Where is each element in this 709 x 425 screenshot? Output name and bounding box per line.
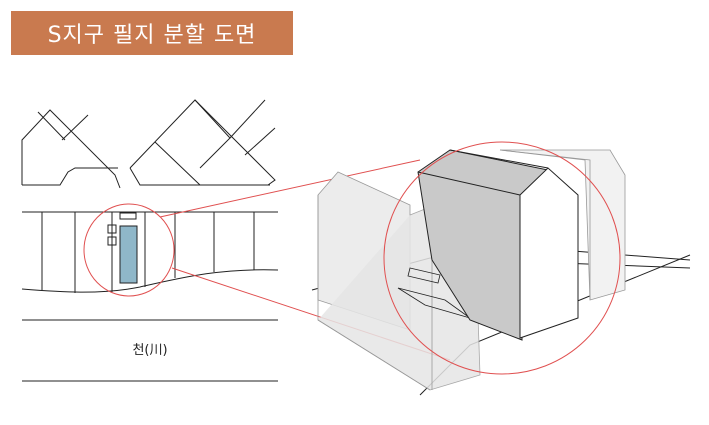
main-building [417,149,579,341]
parcel-strip [21,211,279,293]
perspective-focus-circle [383,141,621,375]
plan-focus-circle [83,203,175,297]
diagram-title: S지구 필지 분할 도면 [11,11,293,55]
highlighted-parcel [107,212,138,284]
river-label: 천(川) [132,343,167,358]
upper-blocks [21,99,276,189]
back-building-ghost [499,149,626,301]
